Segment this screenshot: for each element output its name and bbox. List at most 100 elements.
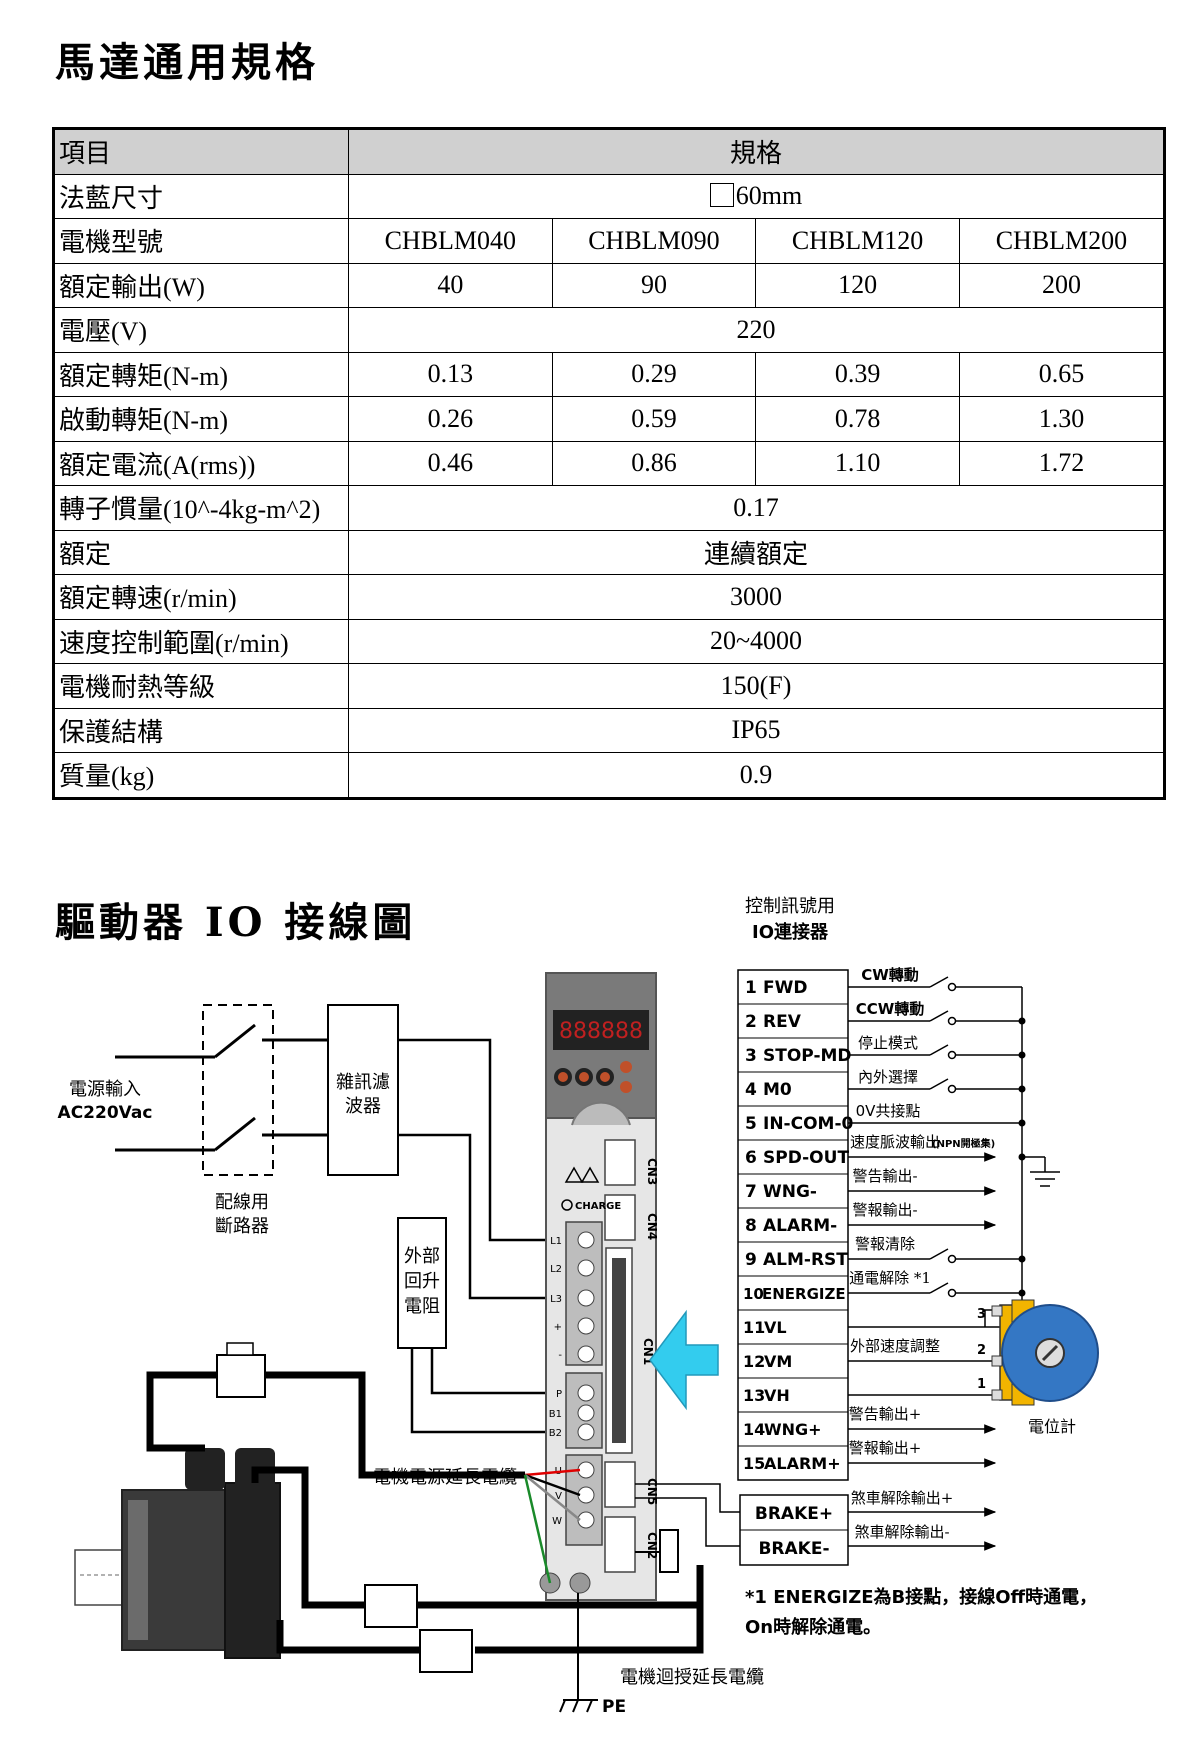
motor-cable-label: 電機電源延長電纜 bbox=[373, 1467, 517, 1488]
pin-name: M0 bbox=[763, 1080, 792, 1100]
connector-plug-3 bbox=[419, 1629, 473, 1673]
pin-name: VM bbox=[764, 1352, 792, 1371]
pin-number: 12 bbox=[743, 1352, 765, 1371]
terminal-label: B2 bbox=[549, 1428, 562, 1439]
row-value: 3000 bbox=[348, 574, 1165, 620]
connector-plug-2 bbox=[364, 1584, 418, 1628]
cell: 0.46 bbox=[348, 440, 553, 486]
connector-subtitle: IO連接器 bbox=[752, 921, 829, 943]
encoder-cable-label: 電機迴授延長電纜 bbox=[620, 1667, 764, 1688]
power-input-label: 電源輸入 bbox=[69, 1079, 141, 1100]
cn4-port bbox=[604, 1194, 636, 1241]
pin-number: 11 bbox=[743, 1318, 765, 1337]
arrow-left-icon bbox=[649, 1309, 719, 1411]
cell: CHBLM090 bbox=[551, 218, 757, 264]
table-row: 轉子慣量(10^-4kg-m^2) 0.17 bbox=[53, 485, 1165, 531]
pin-number: 10 bbox=[743, 1285, 764, 1303]
brake-minus-pin: BRAKE- bbox=[758, 1539, 829, 1559]
noise-filter-label-1: 雜訊濾 bbox=[336, 1072, 390, 1093]
ground-screw-2 bbox=[569, 1572, 591, 1594]
terminal-label: B1 bbox=[549, 1409, 562, 1420]
pin-name: VH bbox=[764, 1386, 790, 1405]
pot-pin-3: 3 bbox=[977, 1307, 986, 1322]
row-label: 法藍尺寸 bbox=[53, 173, 349, 219]
row-label: 額定轉矩(N-m) bbox=[53, 351, 349, 397]
brake-plus-pin: BRAKE+ bbox=[755, 1504, 833, 1524]
signal-label-alarm-plus: 警報輸出+ bbox=[849, 1439, 922, 1457]
breaker-box bbox=[202, 1004, 274, 1176]
connector-title: 控制訊號用 bbox=[745, 896, 835, 917]
header-spec: 規格 bbox=[348, 128, 1165, 175]
regen-resistor-label-3: 電阻 bbox=[404, 1296, 440, 1317]
signal-label-brake-minus: 煞車解除輸出- bbox=[854, 1523, 949, 1541]
pin-name: WNG- bbox=[763, 1182, 817, 1202]
row-label: 電機型號 bbox=[53, 218, 349, 264]
signal-label-ext-speed: 外部速度調整 bbox=[850, 1337, 940, 1355]
pin-number: 13 bbox=[743, 1386, 765, 1405]
row-value: IP65 bbox=[348, 707, 1165, 753]
signal-label-cw: CW轉動 bbox=[861, 966, 919, 984]
regen-resistor-label-1: 外部 bbox=[404, 1246, 440, 1267]
pin-name: ENERGIZE bbox=[762, 1285, 846, 1303]
table-row: 電機耐熱等級 150(F) bbox=[53, 663, 1165, 709]
power-input-voltage: AC220Vac bbox=[58, 1103, 153, 1123]
pin-number: 6 bbox=[745, 1148, 757, 1168]
table-row: 質量(kg) 0.9 bbox=[53, 752, 1165, 799]
row-label: 額定 bbox=[53, 529, 349, 575]
led-digits: 888888 bbox=[559, 1019, 643, 1044]
regen-resistor-label-2: 回升 bbox=[404, 1271, 440, 1292]
row-label: 質量(kg) bbox=[53, 752, 349, 799]
servo-driver: 888888 CN3 CN4 CHARGE CN1 CN5 CN2 bbox=[539, 972, 659, 1601]
cell: 0.26 bbox=[348, 396, 553, 442]
pin-name: ALM-RST bbox=[763, 1250, 848, 1270]
terminal-label: V bbox=[555, 1491, 562, 1502]
cn3-port bbox=[604, 1139, 636, 1186]
cell: 0.39 bbox=[755, 351, 960, 397]
row-label: 轉子慣量(10^-4kg-m^2) bbox=[53, 485, 349, 531]
pin-number: 7 bbox=[745, 1182, 757, 1202]
note-line-2: On時解除通電。 bbox=[745, 1616, 881, 1638]
square-icon bbox=[709, 183, 734, 208]
terminal-label: W bbox=[552, 1516, 562, 1527]
cell: CHBLM120 bbox=[755, 218, 960, 264]
table-row: 額定轉矩(N-m) 0.13 0.29 0.39 0.65 bbox=[53, 351, 1166, 397]
breaker-switch-2 bbox=[214, 1116, 256, 1152]
charge-led-icon bbox=[561, 1199, 573, 1211]
terminal-label: L2 bbox=[550, 1264, 562, 1275]
pin-name: VL bbox=[764, 1318, 787, 1337]
row-label: 電壓(V) bbox=[53, 307, 349, 353]
spec-table: 項目 規格 法藍尺寸 60mm 電機型號 CHBLM040 CHBLM090 C… bbox=[52, 127, 1166, 800]
pin-name: WNG+ bbox=[764, 1420, 822, 1439]
warning-icon bbox=[564, 1166, 584, 1183]
cell: 0.78 bbox=[755, 396, 960, 442]
signal-label-alarm-minus: 警報輸出- bbox=[852, 1201, 917, 1219]
cell: 0.65 bbox=[958, 351, 1166, 397]
io-pin-table: 1 FWD 2 REV 3 STOP-MD 4 M0 5 IN-COM-0 6 … bbox=[737, 969, 854, 1481]
cell: CHBLM200 bbox=[958, 218, 1166, 264]
table-row: 啟動轉矩(N-m) 0.26 0.59 0.78 1.30 bbox=[53, 396, 1166, 442]
row-label: 速度控制範圍(r/min) bbox=[53, 618, 349, 664]
section-title-wiring: 驅動器 IO 接線圖 bbox=[55, 899, 417, 946]
pin-name: FWD bbox=[763, 978, 807, 998]
row-value: 0.17 bbox=[348, 485, 1165, 531]
table-row: 額定電流(A(rms)) 0.46 0.86 1.10 1.72 bbox=[53, 440, 1166, 486]
pin-name: ALARM+ bbox=[764, 1454, 841, 1473]
cn2-label: CN2 bbox=[645, 1532, 659, 1559]
cell: 0.29 bbox=[551, 351, 757, 397]
motor bbox=[74, 1448, 281, 1659]
cn3-label: CN3 bbox=[645, 1158, 659, 1185]
breaker-switch-1 bbox=[214, 1023, 256, 1059]
cell: 0.59 bbox=[551, 396, 757, 442]
note-line-1: *1 ENERGIZE為B接點，接線Off時通電， bbox=[745, 1586, 1097, 1608]
signal-label-alm-rst: 警報清除 bbox=[855, 1235, 915, 1253]
noise-filter-label-2: 波器 bbox=[345, 1096, 381, 1117]
table-row: 額定轉速(r/min) 3000 bbox=[53, 574, 1165, 620]
row-label: 額定轉速(r/min) bbox=[53, 574, 349, 620]
pin-name: IN-COM-0 bbox=[763, 1114, 854, 1134]
pin-number: 4 bbox=[745, 1080, 757, 1100]
breaker-label-2: 斷路器 bbox=[215, 1216, 269, 1237]
row-value: 0.9 bbox=[348, 752, 1165, 799]
row-value: 20~4000 bbox=[348, 618, 1165, 664]
header-item: 項目 bbox=[53, 128, 349, 175]
cell: 90 bbox=[551, 262, 757, 308]
